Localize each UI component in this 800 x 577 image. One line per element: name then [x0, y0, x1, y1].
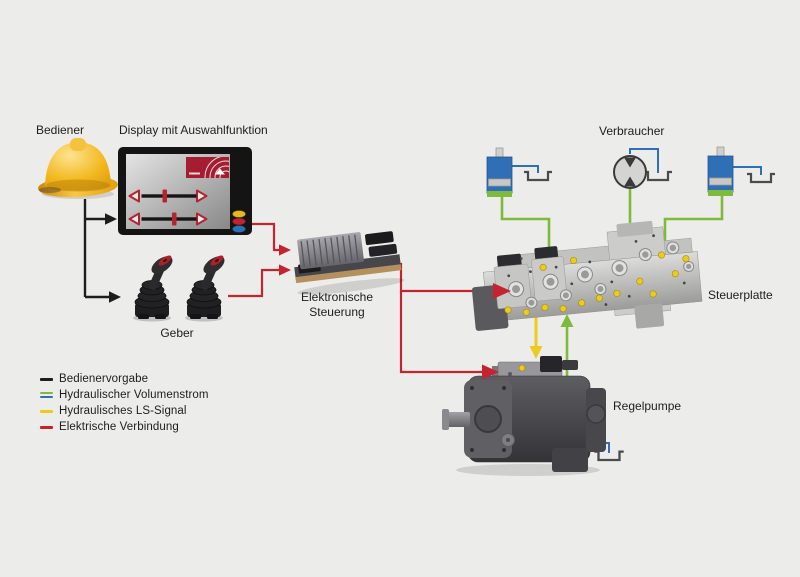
- label-ecu: Elektronische Steuerung: [300, 290, 374, 319]
- display-button-red: [232, 217, 246, 226]
- display-icon: [118, 147, 252, 235]
- legend-marker-ls-icon: [40, 409, 53, 413]
- label-bediener: Bediener: [35, 123, 85, 137]
- display-button-blue: [232, 225, 246, 233]
- legend-marker-flow-icon: [40, 392, 53, 398]
- legend-label: Hydraulischer Volumenstrom: [59, 389, 209, 401]
- tank-icon: [745, 172, 777, 184]
- display-slider-2: [128, 212, 208, 226]
- legend-label: Elektrische Verbindung: [59, 421, 179, 433]
- legend-marker-electric-icon: [40, 425, 53, 429]
- legend-item-volumenstrom: Hydraulischer Volumenstrom: [40, 387, 209, 403]
- slider-handle: [172, 212, 177, 226]
- legend-item-elektrische-verbindung: Elektrische Verbindung: [40, 419, 209, 435]
- label-regelpumpe: Regelpumpe: [613, 399, 682, 413]
- legend: Bedienervorgabe Hydraulischer Volumenstr…: [40, 371, 209, 435]
- tank-icon: [522, 170, 554, 182]
- tank-icon: [642, 170, 674, 182]
- display-slider-1: [128, 189, 208, 203]
- display-buttons: [232, 210, 246, 233]
- slider-handle: [162, 189, 167, 203]
- display-button-yellow: [232, 210, 246, 218]
- label-display: Display mit Auswahlfunktion: [119, 123, 268, 137]
- cylinder-icon: [486, 147, 513, 198]
- brand-logo: [186, 157, 229, 178]
- joystick-icon: [133, 253, 228, 322]
- valve-block-icon: [471, 220, 703, 331]
- ecu-icon: [294, 231, 405, 295]
- legend-label: Hydraulisches LS-Signal: [59, 405, 187, 417]
- arrowheads: [105, 213, 574, 380]
- label-geber: Geber: [160, 326, 194, 340]
- operator-input-lines: [83, 199, 110, 299]
- cylinder-icon: [707, 146, 734, 197]
- label-verbraucher: Verbraucher: [599, 124, 665, 138]
- legend-marker-operator-icon: [40, 377, 53, 381]
- helmet-icon: [38, 138, 118, 199]
- legend-item-bedienervorgabe: Bedienervorgabe: [40, 371, 209, 387]
- valve-caps: [508, 241, 695, 309]
- valve-plugs: [504, 251, 690, 316]
- label-steuerplatte: Steuerplatte: [708, 288, 773, 302]
- motor-icon: [613, 155, 647, 189]
- legend-label: Bedienervorgabe: [59, 373, 149, 385]
- legend-item-ls-signal: Hydraulisches LS-Signal: [40, 403, 209, 419]
- pump-icon: [442, 356, 606, 476]
